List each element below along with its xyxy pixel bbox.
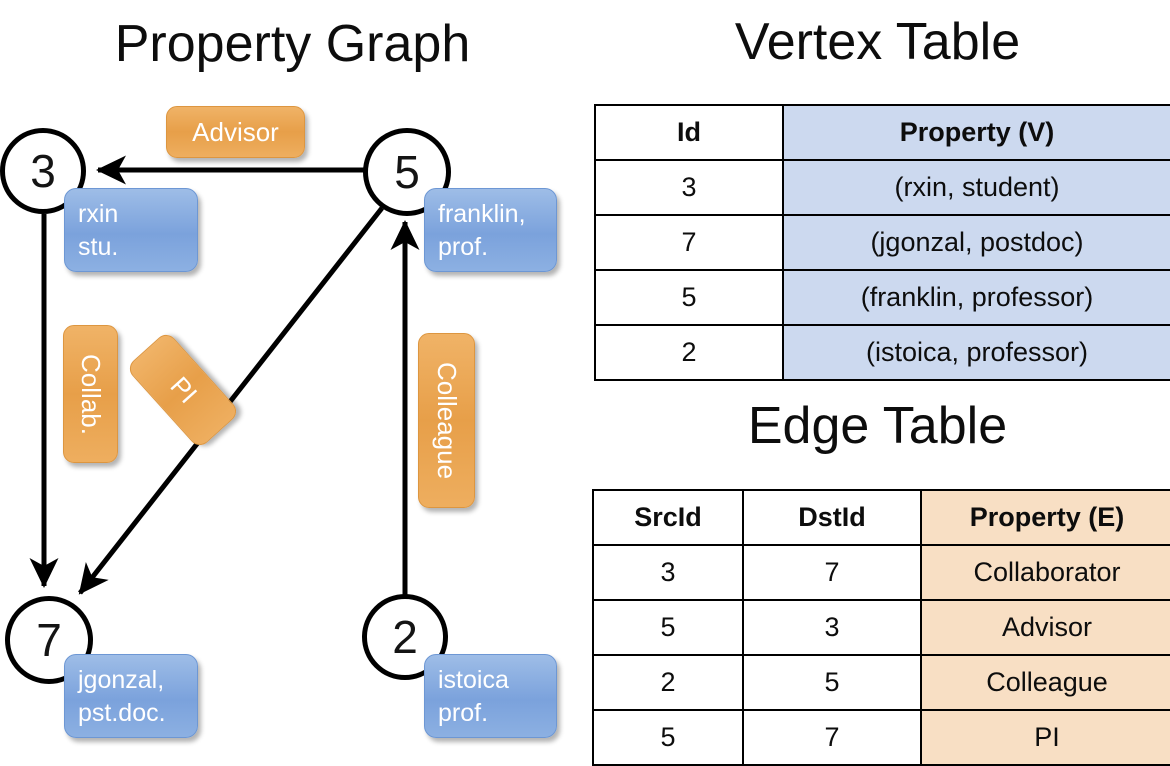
table-row[interactable]: 5 3 Advisor xyxy=(592,599,1170,656)
edge-label-colleague-text: Colleague xyxy=(432,361,462,480)
edge-row-0-dst: 7 xyxy=(742,544,922,601)
edge-label-advisor-text: Advisor xyxy=(192,116,279,147)
page-title-property-graph: Property Graph xyxy=(114,15,471,73)
table-row[interactable]: 2 (istoica, professor) xyxy=(594,324,1170,381)
graph-node-7-label: 7 xyxy=(36,614,62,666)
vertex-row-1-property: (jgonzal, postdoc) xyxy=(782,214,1170,271)
vertex-property-box-2-line2: prof. xyxy=(438,699,489,727)
edge-label-advisor[interactable]: Advisor xyxy=(166,106,305,158)
vertex-property-box-2[interactable]: istoica prof. xyxy=(424,654,557,738)
page-title-vertex-table: Vertex Table xyxy=(734,13,1021,71)
edge-table: SrcId DstId Property (E) 3 7 Collaborato… xyxy=(592,489,1170,766)
table-row[interactable]: 2 5 Colleague xyxy=(592,654,1170,711)
vertex-row-0-id: 3 xyxy=(594,159,784,216)
edge-row-3-property: PI xyxy=(920,709,1170,766)
edge-table-header-dstid: DstId xyxy=(742,489,922,546)
edge-row-0-src: 3 xyxy=(592,544,744,601)
edge-row-1-dst: 3 xyxy=(742,599,922,656)
vertex-table-header-row: Id Property (V) xyxy=(594,104,1170,161)
vertex-row-3-property: (istoica, professor) xyxy=(782,324,1170,381)
page-title-edge-table: Edge Table xyxy=(747,397,1008,455)
edge-table-header-row: SrcId DstId Property (E) xyxy=(592,489,1170,546)
vertex-property-box-7-line1: jgonzal, xyxy=(78,666,165,694)
graph-node-2[interactable]: 2 xyxy=(362,594,448,680)
property-graph-diagram: 3 5 7 2 rxin stu. franklin, prof. jgonza… xyxy=(0,0,585,760)
table-row[interactable]: 3 7 Collaborator xyxy=(592,544,1170,601)
vertex-property-box-5-line1: franklin, xyxy=(438,200,526,228)
vertex-property-box-5-line2: prof. xyxy=(438,233,489,261)
vertex-table: Id Property (V) 3 (rxin, student) 7 (jgo… xyxy=(594,104,1170,381)
edge-row-3-dst: 7 xyxy=(742,709,922,766)
edge-row-2-src: 2 xyxy=(592,654,744,711)
vertex-property-box-7[interactable]: jgonzal, pst.doc. xyxy=(64,654,198,738)
vertex-table-header-id: Id xyxy=(594,104,784,161)
table-row[interactable]: 5 7 PI xyxy=(592,709,1170,766)
vertex-row-3-id: 2 xyxy=(594,324,784,381)
vertex-row-2-id: 5 xyxy=(594,269,784,326)
edge-table-header-property: Property (E) xyxy=(920,489,1170,546)
edge-label-collab-text: Collab. xyxy=(76,353,106,435)
graph-node-3-label: 3 xyxy=(30,145,56,197)
graph-node-2-label: 2 xyxy=(392,611,418,663)
vertex-property-box-3-line1: rxin xyxy=(78,200,119,228)
vertex-property-box-3[interactable]: rxin stu. xyxy=(64,188,198,272)
edge-table-header-srcid: SrcId xyxy=(592,489,744,546)
edge-row-2-property: Colleague xyxy=(920,654,1170,711)
edge-row-3-src: 5 xyxy=(592,709,744,766)
edge-row-2-dst: 5 xyxy=(742,654,922,711)
vertex-property-box-5[interactable]: franklin, prof. xyxy=(424,188,557,272)
vertex-property-box-7-line2: pst.doc. xyxy=(78,699,166,727)
table-row[interactable]: 3 (rxin, student) xyxy=(594,159,1170,216)
edge-label-colleague[interactable]: Colleague xyxy=(418,333,475,508)
vertex-row-1-id: 7 xyxy=(594,214,784,271)
edge-label-collab[interactable]: Collab. xyxy=(63,325,118,463)
table-row[interactable]: 7 (jgonzal, postdoc) xyxy=(594,214,1170,271)
vertex-property-box-2-line1: istoica xyxy=(438,666,509,694)
vertex-property-box-3-line2: stu. xyxy=(78,233,119,261)
table-row[interactable]: 5 (franklin, professor) xyxy=(594,269,1170,326)
graph-node-5[interactable]: 5 xyxy=(363,128,451,216)
edge-row-1-src: 5 xyxy=(592,599,744,656)
edge-label-pi-text: PI xyxy=(163,370,203,409)
edge-row-1-property: Advisor xyxy=(920,599,1170,656)
edge-row-0-property: Collaborator xyxy=(920,544,1170,601)
vertex-row-2-property: (franklin, professor) xyxy=(782,269,1170,326)
graph-node-5-label: 5 xyxy=(394,146,420,198)
vertex-table-header-property: Property (V) xyxy=(782,104,1170,161)
vertex-row-0-property: (rxin, student) xyxy=(782,159,1170,216)
